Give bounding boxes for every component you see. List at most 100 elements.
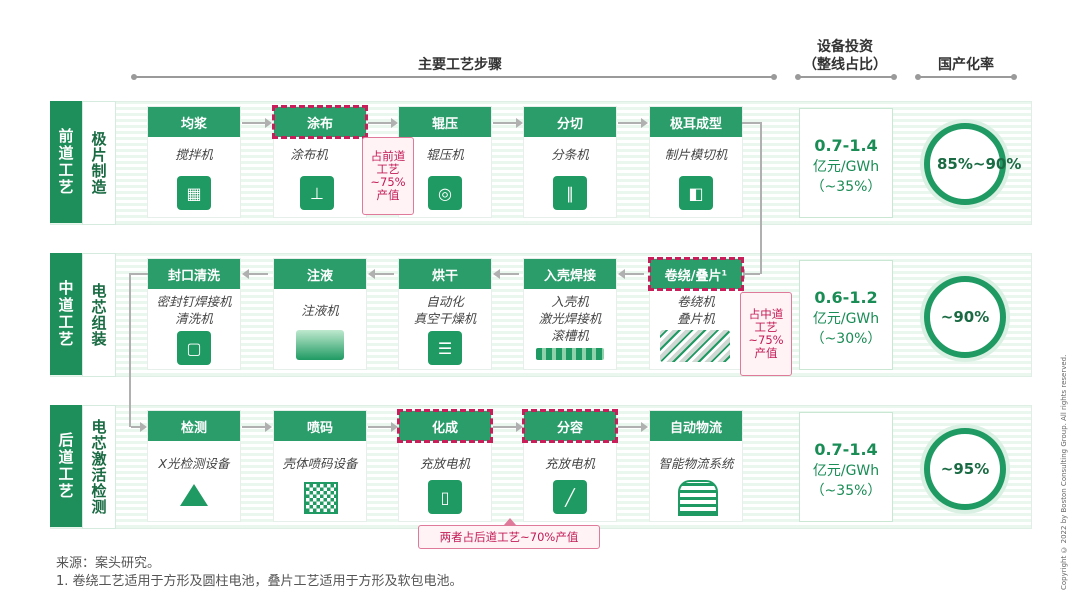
machine-label: 智能物流系统 [658,456,734,471]
machine-label: 制片模切机 [664,147,728,162]
battery-icon: ▯ [428,480,462,514]
investment-range: 0.7-1.4 [814,440,878,459]
connector-h-mid [130,273,148,275]
machine-label: 辊压机 [426,147,464,162]
step-title: 分切 [524,107,616,137]
flow-arrow-left [624,273,644,275]
step-title: 均浆 [148,107,240,137]
roller-icon: ◎ [428,176,462,210]
callout-front-share: 占前道 工艺 ~75% 产值 [362,137,414,215]
welder-icon [536,348,604,360]
machine-label: 涂布机 [290,147,328,162]
connector-arrow-right [131,422,147,432]
subphase-label-front: 极片制造 [82,101,116,225]
investment-range: 0.7-1.4 [814,136,878,155]
flow-arrowhead-left [242,269,249,279]
investment-unit: 亿元/GWh [812,463,880,479]
machine-label: 壳体喷码设备 [282,456,358,471]
connector-v-right [760,122,762,274]
localization-value: ~90% [940,308,990,326]
localization-circle-front: 85%~90% [924,123,1021,205]
callout-front-text: 占前道 工艺 ~75% 产值 [370,149,406,202]
step-title: 涂布 [272,105,368,139]
mixer-icon: ▦ [177,176,211,210]
warehouse-icon [678,480,718,516]
flow-arrow-left [248,273,268,275]
investment-share: （~35%） [810,179,882,195]
injector-icon [296,330,344,360]
investment-box-back: 0.7-1.4 亿元/GWh （~35%） [799,412,893,522]
dryer-icon: ☰ [428,331,462,365]
connector-h-top [742,122,762,124]
flow-arrow [493,422,523,432]
header-main-steps: 主要工艺步骤 [418,57,502,73]
step-title: 卷绕/叠片¹ [648,257,744,291]
coater-icon: ⊥ [300,176,334,210]
step-title: 辊压 [399,107,491,137]
header-localization: 国产化率 [938,57,994,73]
flow-arrow [493,118,523,128]
step-title: 烘干 [399,259,491,289]
phase-label-front: 前道工艺 [50,101,82,223]
machine-label: 搅拌机 [175,147,213,162]
header-line-dot-right [771,74,777,80]
machine-label: 自动化 真空干燥机 [413,294,477,326]
callout-back-share: 两者占后道工艺~70%产值 [418,525,600,549]
header-line-localization [918,76,1014,78]
step-title: 入壳焊接 [524,259,616,289]
step-title: 自动物流 [650,411,742,441]
investment-range: 0.6-1.2 [814,288,878,307]
flow-arrow [368,422,398,432]
flow-arrow-left [499,273,519,275]
investment-box-middle: 0.6-1.2 亿元/GWh （~30%） [799,260,893,370]
callout-middle-share: 占中道 工艺 ~75% 产值 [740,292,792,376]
step-title: 化成 [397,409,493,443]
subphase-label-middle: 电芯组装 [82,253,116,377]
header-inv-dot-right [891,74,897,80]
source-note: 来源：案头研究。 [56,556,161,571]
header-loc-dot-right [1011,74,1017,80]
flow-arrow [242,422,272,432]
connector-arrow-left [744,273,760,275]
header-investment-line2: （整线占比） [803,57,887,73]
footnote: 1. 卷绕工艺适用于方形及圆柱电池，叠片工艺适用于方形及软包电池。 [56,574,463,589]
phase-label-back: 后道工艺 [50,405,82,527]
chart-icon: ╱ [553,480,587,514]
step-title: 封口清洗 [148,259,240,289]
xray-icon [180,484,208,506]
flow-arrow [618,422,648,432]
step-title: 喷码 [274,411,366,441]
investment-share: （~30%） [810,331,882,347]
subphase-label-back: 电芯激活检测 [82,405,116,529]
phase-label-middle: 中道工艺 [50,253,82,375]
machine-label: X光检测设备 [158,456,230,471]
winder-icon [660,330,730,362]
flow-arrow-left [374,273,394,275]
step-title: 极耳成型 [650,107,742,137]
callout-back-text: 两者占后道工艺~70%产值 [439,529,579,544]
die-cut-icon: ◧ [679,176,713,210]
localization-value: ~95% [940,460,990,478]
cleaner-icon: ▢ [177,331,211,365]
step-title: 注液 [274,259,366,289]
flow-arrow [618,118,648,128]
step-title: 分容 [522,409,618,443]
header-investment-line1: 设备投资 [817,39,873,55]
machine-label: 充放电机 [419,456,470,471]
flow-arrowhead-left [618,269,625,279]
machine-label: 分条机 [551,147,589,162]
investment-box-front: 0.7-1.4 亿元/GWh （~35%） [799,108,893,218]
flow-arrow [242,118,272,128]
flow-arrowhead-left [368,269,375,279]
machine-label: 入壳机 激光焊接机 滚槽机 [538,294,602,343]
qr-code-icon [304,482,338,514]
investment-unit: 亿元/GWh [812,159,880,175]
localization-circle-back: ~95% [924,428,1006,510]
investment-share: （~35%） [810,483,882,499]
slitter-icon: ∥ [553,176,587,210]
flow-arrowhead-left [493,269,500,279]
header-line-investment [798,76,894,78]
machine-label: 充放电机 [544,456,595,471]
machine-label: 密封钉焊接机 清洗机 [156,294,232,326]
copyright-text: Copyright © 2022 by Boston Consulting Gr… [1060,354,1068,590]
